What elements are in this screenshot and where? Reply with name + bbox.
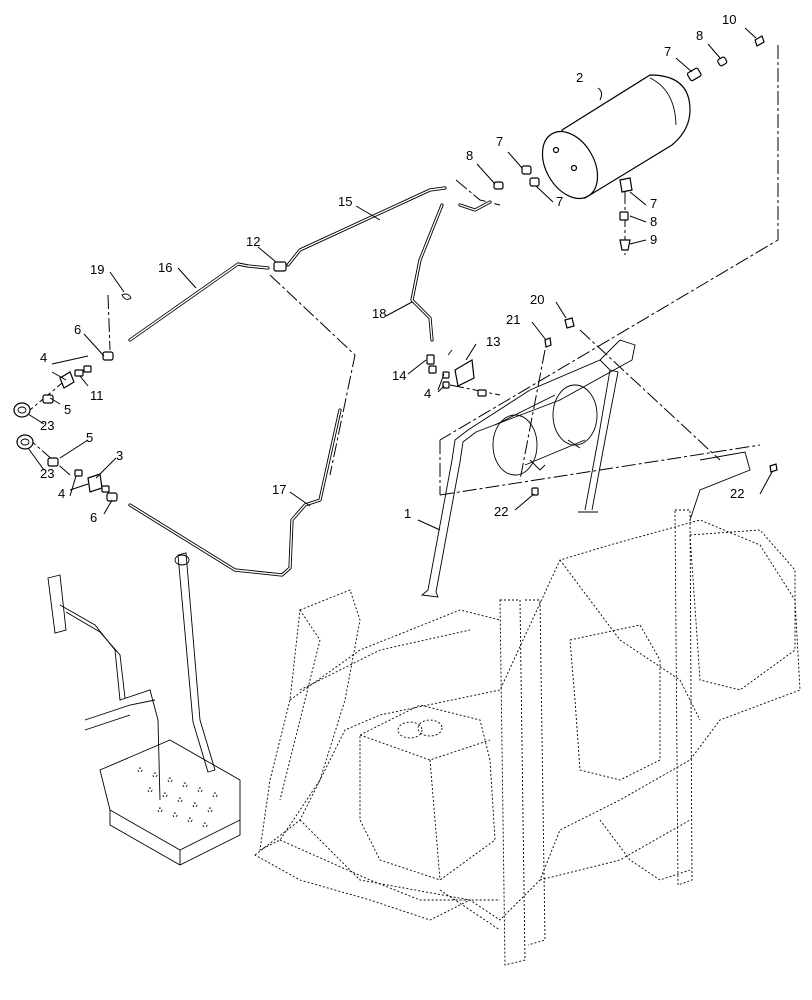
bracket-13 (426, 349, 487, 397)
air-tank (541, 74, 691, 200)
callout-17: 17 (272, 482, 286, 497)
callout-18: 18 (372, 306, 386, 321)
left-fittings (13, 365, 110, 493)
callout-3: 3 (116, 448, 123, 463)
step-and-handrail (47, 552, 241, 866)
tank-fittings (493, 35, 765, 251)
callout-7-mid: 7 (496, 134, 503, 149)
callout-7-low: 7 (556, 194, 563, 209)
tank-support-frame (420, 317, 778, 598)
callout-4-top: 4 (40, 350, 47, 365)
callout-23-top: 23 (40, 418, 54, 433)
callout-15: 15 (338, 194, 352, 209)
callout-7-top: 7 (664, 44, 671, 59)
callout-20: 20 (530, 292, 544, 307)
callout-9: 9 (650, 232, 657, 247)
callout-6-top: 6 (74, 322, 81, 337)
callout-19: 19 (90, 262, 104, 277)
callout-2: 2 (576, 70, 583, 85)
callout-6-low: 6 (90, 510, 97, 525)
callout-12: 12 (246, 234, 260, 249)
callout-4-low: 4 (58, 486, 65, 501)
callout-7-right: 7 (650, 196, 657, 211)
air-lines (102, 186, 492, 577)
callout-8-right: 8 (650, 214, 657, 229)
callout-14: 14 (392, 368, 406, 383)
machine-frame (254, 509, 801, 966)
phantom-lines (29, 45, 779, 496)
callout-21: 21 (506, 312, 520, 327)
callout-4-mid: 4 (424, 386, 431, 401)
callout-leaders (27, 27, 773, 531)
callout-22-left: 22 (494, 504, 508, 519)
callout-8-mid: 8 (466, 148, 473, 163)
callout-11: 11 (90, 388, 104, 403)
callout-13: 13 (486, 334, 500, 349)
callout-5-top: 5 (64, 402, 71, 417)
callout-8-top: 8 (696, 28, 703, 43)
callout-16: 16 (158, 260, 172, 275)
callout-23-low: 23 (40, 466, 54, 481)
callout-10: 10 (722, 12, 736, 27)
callout-5-low: 5 (86, 430, 93, 445)
callout-labels: 2 7 8 10 7 8 7 7 8 9 15 12 19 16 18 6 4 … (40, 12, 744, 525)
callout-1: 1 (404, 506, 411, 521)
callout-22-right: 22 (730, 486, 744, 501)
